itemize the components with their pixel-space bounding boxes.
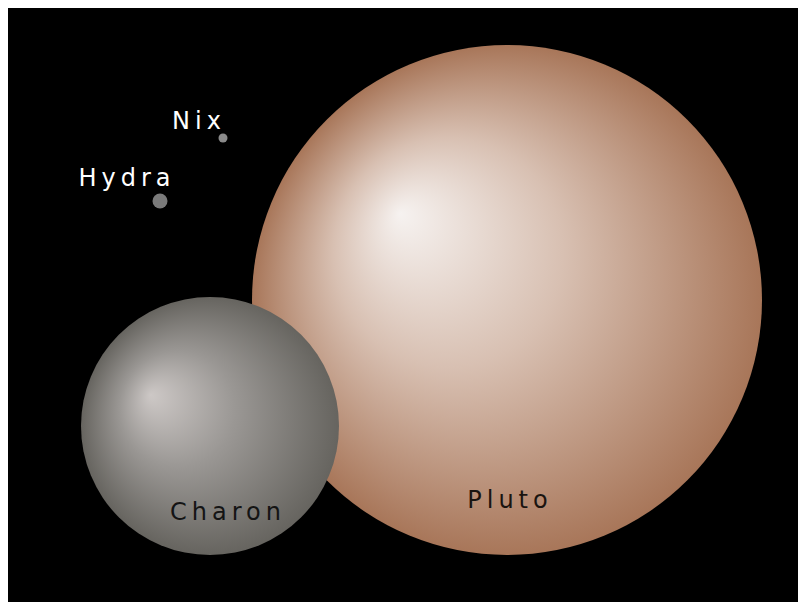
circle-shape: [252, 45, 762, 555]
body-name: Charon: [170, 498, 286, 526]
moon-label: Hydra: [78, 164, 175, 192]
planet-circle: Pluto: [252, 45, 762, 555]
moon-circle: Charon: [81, 297, 339, 555]
hydra-dot: [153, 194, 168, 209]
body-name: Pluto: [467, 486, 552, 514]
moon-label: Nix: [172, 107, 226, 135]
